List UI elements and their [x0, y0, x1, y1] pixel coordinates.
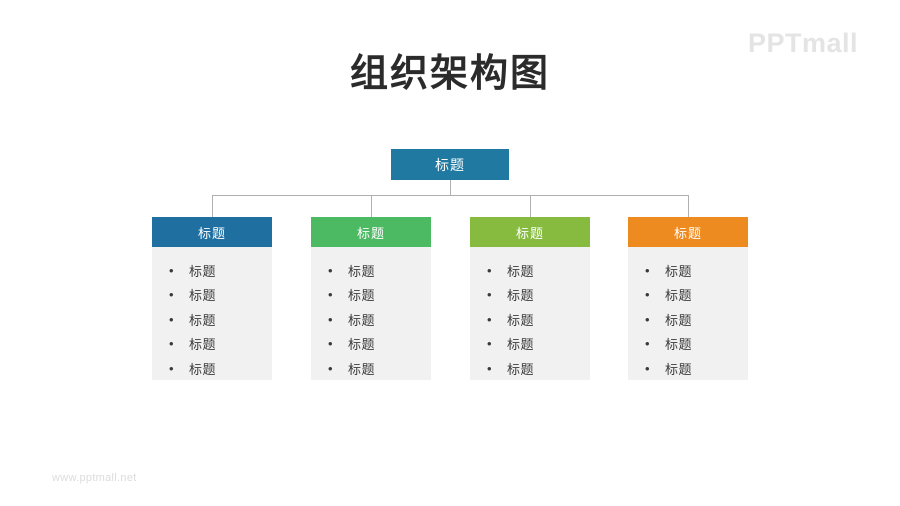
branch-header-label-3: 标题	[515, 225, 544, 241]
bullet-dot-icon: •	[645, 311, 650, 327]
list-item[interactable]: • 标题	[311, 332, 431, 357]
list-item-label: 标题	[189, 263, 217, 279]
bullet-dot-icon: •	[328, 311, 333, 327]
list-item[interactable]: • 标题	[628, 356, 748, 381]
connector-root-drop	[450, 180, 451, 195]
bullet-dot-icon: •	[645, 262, 650, 278]
branch-header-3[interactable]: 标题	[470, 217, 590, 247]
list-item-label: 标题	[507, 288, 535, 304]
bullet-dot-icon: •	[169, 360, 174, 376]
branch-column-3: 标题 • 标题 • 标题 • 标题 • 标题 • 标题	[470, 217, 590, 380]
list-item[interactable]: • 标题	[311, 307, 431, 332]
page-title: 组织架构图	[349, 53, 550, 95]
list-item[interactable]: • 标题	[628, 283, 748, 308]
list-item-label: 标题	[665, 337, 693, 353]
branch-body-3: • 标题 • 标题 • 标题 • 标题 • 标题	[470, 247, 590, 380]
branch-body-1: • 标题 • 标题 • 标题 • 标题 • 标题	[152, 247, 272, 380]
bullet-dot-icon: •	[328, 336, 333, 352]
branch-column-4: 标题 • 标题 • 标题 • 标题 • 标题 • 标题	[628, 217, 748, 380]
list-item[interactable]: • 标题	[470, 356, 590, 381]
bullet-dot-icon: •	[645, 336, 650, 352]
bullet-dot-icon: •	[487, 336, 492, 352]
list-item-label: 标题	[189, 288, 217, 304]
list-item[interactable]: • 标题	[470, 332, 590, 357]
list-item[interactable]: • 标题	[152, 307, 272, 332]
bullet-dot-icon: •	[328, 262, 333, 278]
bullet-dot-icon: •	[328, 360, 333, 376]
list-item[interactable]: • 标题	[152, 283, 272, 308]
list-item-label: 标题	[189, 312, 217, 328]
bullet-dot-icon: •	[169, 287, 174, 303]
list-item[interactable]: • 标题	[152, 356, 272, 381]
list-item[interactable]: • 标题	[152, 258, 272, 283]
list-item-label: 标题	[665, 361, 693, 377]
branch-header-label-2: 标题	[356, 225, 385, 241]
branch-header-1[interactable]: 标题	[152, 217, 272, 247]
branch-header-2[interactable]: 标题	[311, 217, 431, 247]
list-item-label: 标题	[665, 312, 693, 328]
connector-drop-branch-4	[688, 195, 689, 217]
root-node-label: 标题	[435, 156, 465, 173]
connector-drop-branch-1	[212, 195, 213, 217]
branch-header-label-4: 标题	[673, 225, 702, 241]
list-item-label: 标题	[507, 361, 535, 377]
branch-column-2: 标题 • 标题 • 标题 • 标题 • 标题 • 标题	[311, 217, 431, 380]
bullet-dot-icon: •	[645, 360, 650, 376]
bullet-dot-icon: •	[487, 360, 492, 376]
list-item[interactable]: • 标题	[470, 283, 590, 308]
list-item-label: 标题	[348, 263, 376, 279]
list-item-label: 标题	[665, 263, 693, 279]
list-item[interactable]: • 标题	[628, 332, 748, 357]
list-item[interactable]: • 标题	[311, 258, 431, 283]
list-item-label: 标题	[507, 337, 535, 353]
list-item-label: 标题	[189, 337, 217, 353]
footer-url: www.pptmall.net	[52, 472, 137, 484]
bullet-dot-icon: •	[169, 311, 174, 327]
list-item[interactable]: • 标题	[628, 258, 748, 283]
bullet-dot-icon: •	[169, 262, 174, 278]
list-item-label: 标题	[665, 288, 693, 304]
list-item[interactable]: • 标题	[311, 283, 431, 308]
branch-body-2: • 标题 • 标题 • 标题 • 标题 • 标题	[311, 247, 431, 380]
list-item-label: 标题	[507, 263, 535, 279]
brand-logo: PPTmall	[747, 28, 858, 58]
list-item-label: 标题	[348, 337, 376, 353]
list-item[interactable]: • 标题	[470, 258, 590, 283]
list-item-label: 标题	[348, 361, 376, 377]
bullet-dot-icon: •	[487, 311, 492, 327]
connector-horizontal-bus	[212, 195, 689, 196]
bullet-dot-icon: •	[645, 287, 650, 303]
list-item[interactable]: • 标题	[311, 356, 431, 381]
branch-header-4[interactable]: 标题	[628, 217, 748, 247]
list-item-label: 标题	[507, 312, 535, 328]
branch-column-1: 标题 • 标题 • 标题 • 标题 • 标题 • 标题	[152, 217, 272, 380]
bullet-dot-icon: •	[487, 287, 492, 303]
branch-header-label-1: 标题	[197, 225, 226, 241]
list-item-label: 标题	[189, 361, 217, 377]
list-item[interactable]: • 标题	[152, 332, 272, 357]
list-item[interactable]: • 标题	[628, 307, 748, 332]
list-item[interactable]: • 标题	[470, 307, 590, 332]
root-node[interactable]: 标题	[391, 149, 509, 180]
connector-drop-branch-3	[530, 195, 531, 217]
bullet-dot-icon: •	[328, 287, 333, 303]
bullet-dot-icon: •	[487, 262, 492, 278]
list-item-label: 标题	[348, 312, 376, 328]
branch-body-4: • 标题 • 标题 • 标题 • 标题 • 标题	[628, 247, 748, 380]
bullet-dot-icon: •	[169, 336, 174, 352]
connector-drop-branch-2	[371, 195, 372, 217]
list-item-label: 标题	[348, 288, 376, 304]
